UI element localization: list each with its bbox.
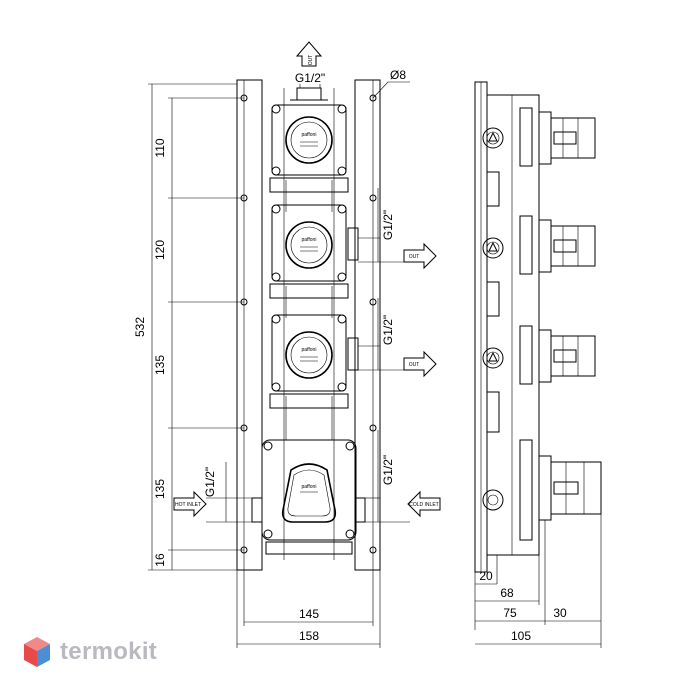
cartridge-module-3: paffoni (271, 314, 347, 392)
side-thermostat (482, 439, 602, 541)
brand-mark: paffoni (302, 484, 317, 490)
side-view: 20 68 75 30 105 (474, 81, 602, 648)
right-mounting-rail (354, 79, 381, 571)
side-module-3 (482, 325, 596, 385)
top-outlet-connector (296, 87, 322, 101)
cold-inlet-arrow (407, 490, 441, 518)
coupling-3 (269, 393, 349, 409)
brand-mark: paffoni (302, 132, 317, 138)
coupling-1 (269, 177, 349, 193)
hot-inlet-arrow (173, 490, 207, 518)
side-body (486, 94, 540, 556)
coupling-2 (269, 283, 349, 299)
dim-total-height: 532 (133, 317, 147, 337)
hole-diameter-label: Ø8 (390, 68, 406, 82)
cartridge-module-1: paffoni (271, 104, 347, 176)
right-thread-label-1: G1/2" (381, 210, 395, 240)
cartridge-module-2: paffoni (271, 204, 347, 282)
top-out-label: OUT (308, 55, 314, 66)
termokit-logo: termokit (22, 635, 157, 669)
dim-side-total: 105 (511, 629, 531, 643)
dim-bottom-offset: 16 (153, 553, 167, 567)
dim-outer-width: 158 (299, 629, 319, 643)
side-module-1 (482, 107, 596, 167)
left-thread-label: G1/2" (203, 467, 217, 497)
brand-mark: paffoni (302, 237, 317, 243)
top-thread-label: G1/2" (295, 71, 325, 85)
right-out-arrow-2 (403, 350, 437, 378)
thermostatic-module: paffoni (261, 439, 357, 541)
termokit-wordmark: termokit (60, 638, 158, 665)
dim-side-30: 30 (553, 606, 567, 620)
dim-spacing-1: 110 (153, 138, 167, 157)
left-mounting-rail (236, 79, 263, 571)
dim-spacing-3: 135 (153, 355, 167, 375)
right-out-label-1: OUT (409, 254, 420, 260)
brand-mark: paffoni (302, 347, 317, 353)
right-out-label-2: OUT (409, 362, 420, 368)
right-thread-label-3: G1/2" (381, 455, 395, 485)
side-module-2 (482, 215, 596, 275)
dim-side-75: 75 (503, 606, 517, 620)
top-out-arrow (295, 41, 323, 67)
right-out-arrow-1 (403, 242, 437, 270)
right-thread-label-2: G1/2" (381, 315, 395, 345)
dim-side-68: 68 (500, 586, 514, 600)
dim-inner-width: 145 (299, 607, 319, 621)
dim-spacing-2: 120 (153, 240, 167, 260)
dim-side-20: 20 (479, 569, 493, 583)
cold-inlet-label: COLD INLET (409, 502, 438, 508)
cube-icon (24, 637, 50, 667)
dim-spacing-4: 135 (153, 479, 167, 499)
hot-inlet-label: HOT INLET (175, 502, 201, 508)
bottom-bracket (265, 541, 353, 555)
front-view: paffoni paffoni paffoni (133, 41, 441, 648)
